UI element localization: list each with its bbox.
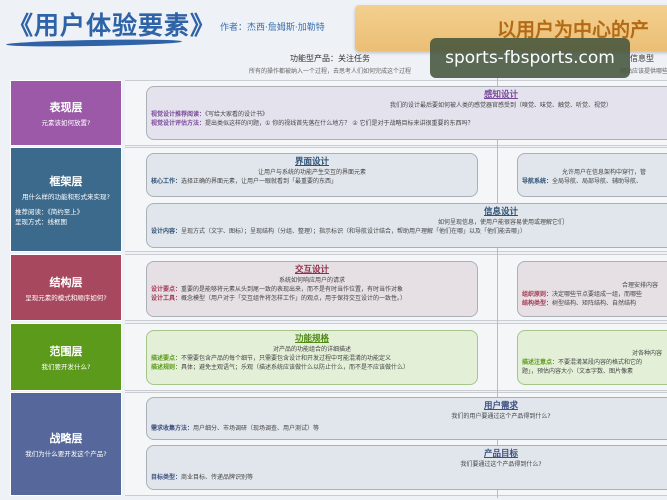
box-desc: 我们要通过这个产品得到什么? bbox=[460, 461, 542, 468]
value: 选择正确的界面元素，让用户一眼就看到「最重要的东西」 bbox=[181, 178, 338, 185]
box-title: 感知设计 bbox=[483, 90, 518, 100]
label: 组织原则： bbox=[522, 291, 553, 298]
box-title: 信息设计 bbox=[483, 207, 518, 217]
column-sub-functional: 所有的操作都被纳入一个过程，去思考人们如何完成这个过程 bbox=[248, 68, 411, 75]
page-title: 《用户体验要素》 bbox=[8, 11, 217, 40]
layer-skeleton: 框架层 用什么样的功能和形式来实现? 推荐阅读：《简约至上》 呈现方式：线框图 bbox=[10, 147, 122, 252]
box-title: 交互设计 bbox=[294, 265, 329, 275]
layer-question: 用什么样的功能和形式来实现? bbox=[22, 192, 110, 201]
layer-presentation: 呈现方式：线框图 bbox=[15, 217, 67, 226]
layer-question: 我们要开发什么? bbox=[41, 363, 91, 371]
value: 重要的是能够将元素从头到尾一致的表现出来，而不是有时当作位置，有时当作对象 bbox=[181, 286, 404, 293]
box-desc: 允许用户在信息架构中穿行，管 bbox=[562, 169, 647, 176]
box-user-needs: 用户需求 我们的用户要通过这个产品得到什么? 需求收集方法：用户细分、市场调研（… bbox=[146, 397, 667, 440]
box-desc: 如何呈现信息，使用户能很容易使用或理解它们 bbox=[437, 219, 564, 226]
label: 设计内容： bbox=[151, 228, 182, 235]
box-desc: 我们的设计最后要如何被人类的感觉器官感受到（嗅觉、味觉、触觉、听觉、视觉） bbox=[389, 102, 612, 109]
author: 作者：杰西·詹姆斯·加勒特 bbox=[220, 23, 325, 33]
layer-scope: 范围层 我们要开发什么? bbox=[10, 323, 122, 391]
value: 呈现方式（文字、图标）；呈现结构（分组、整理）；指示标识（和导航设计结合，帮助用… bbox=[181, 228, 527, 235]
value: 不要混淆某段内容的格式和它的 bbox=[558, 359, 643, 366]
value: 商业目标、传递品牌识别等 bbox=[181, 474, 254, 481]
box-content-requirements: 对各种内容 描述注意点：不要混淆某段内容的格式和它的 题」，预估内容大小（文本字… bbox=[517, 330, 667, 385]
watermark: sports-fbsports.com bbox=[430, 38, 630, 78]
layer-name: 范围层 bbox=[49, 345, 83, 358]
box-desc: 让用户与系统的功能产生交互的界面元素 bbox=[257, 169, 366, 176]
box-desc: 合理安排内容 bbox=[622, 282, 659, 289]
box-title: 产品目标 bbox=[483, 449, 518, 459]
value: 概念模型（用户对于「交互组件将怎样工作」的观点，用于保持交互设计的一致性。） bbox=[181, 295, 407, 302]
column-title-informational: 信息型 bbox=[630, 54, 654, 63]
layer-name: 结构层 bbox=[49, 275, 83, 289]
label: 目标类型： bbox=[151, 474, 182, 481]
box-functional-spec: 功能规格 对产品的功能组合的详细描述 描述要点：不需要包含产品的每个细节，只需要… bbox=[146, 330, 478, 385]
column-divider bbox=[497, 78, 498, 498]
label: 描述注意点： bbox=[522, 359, 559, 366]
box-title: 功能规格 bbox=[294, 334, 329, 344]
box-interface-design: 界面设计 让用户与系统的功能产生交互的界面元素 核心工作：选择正确的界面元素，让… bbox=[146, 153, 478, 197]
box-information-design: 信息设计 如何呈现信息，使用户能很容易使用或理解它们 设计内容：呈现方式（文字、… bbox=[146, 203, 667, 248]
layer-name: 框架层 bbox=[49, 174, 83, 188]
layer-question: 元素该如何放置? bbox=[41, 119, 91, 127]
label: 导航系统： bbox=[522, 178, 553, 185]
layer-surface: 表现层 元素该如何放置? bbox=[10, 80, 122, 146]
box-navigation-design: 允许用户在信息架构中穿行，管 导航系统：全局导航、局部导航、辅助导航、 bbox=[517, 153, 667, 197]
box-interaction-design: 交互设计 系统如何响应用户的请求 设计要点：重要的是能够将元素从头到尾一致的表现… bbox=[146, 261, 478, 317]
box-desc: 我们的用户要通过这个产品得到什么? bbox=[451, 413, 551, 420]
label: 视觉设计推荐阅读： bbox=[151, 111, 206, 118]
box-desc: 系统如何响应用户的请求 bbox=[278, 277, 345, 284]
layer-strategy: 战略层 我们为什么要开发这个产品? bbox=[10, 392, 122, 496]
value: 提出类似这样的问题，① 你的视线首先落在什么地方？ ② 它们是对于战略目标来讲很… bbox=[205, 120, 474, 127]
banner-text: 以用户为中心的产 bbox=[497, 19, 650, 41]
box-product-goals: 产品目标 我们要通过这个产品得到什么? 目标类型：商业目标、传递品牌识别等 bbox=[146, 445, 667, 490]
box-title: 界面设计 bbox=[294, 157, 329, 167]
value: 树型结构、矩阵结构、自然结构 bbox=[552, 300, 637, 307]
value: 具体；避免主观语气；乐观（描述系统应该做什么以防止什么，而不是不应该做什么） bbox=[181, 364, 410, 371]
label: 视觉设计评估方法： bbox=[151, 120, 206, 127]
value: 决定哪些节点要组成一组，而哪些 bbox=[552, 291, 643, 298]
label: 描述要点： bbox=[151, 355, 182, 362]
layer-name: 表现层 bbox=[49, 101, 83, 114]
box-perception-design: 感知设计 我们的设计最后要如何被人类的感觉器官感受到（嗅觉、味觉、触觉、听觉、视… bbox=[146, 86, 667, 140]
box-title: 用户需求 bbox=[483, 401, 518, 411]
box-desc: 对产品的功能组合的详细描述 bbox=[272, 346, 351, 353]
label: 设计要点： bbox=[151, 286, 182, 293]
value: 题」，预估内容大小（文本字数、图片像素 bbox=[522, 368, 634, 375]
value: 全局导航、局部导航、辅助导航、 bbox=[552, 178, 643, 185]
box-desc: 对各种内容 bbox=[632, 350, 663, 357]
label: 结构类型： bbox=[522, 300, 553, 307]
layer-structure: 结构层 呈现元素的模式和顺序如何? bbox=[10, 254, 122, 321]
label: 核心工作： bbox=[151, 178, 182, 185]
value: 《写给大家看的设计书》 bbox=[205, 111, 269, 118]
label: 需求收集方法： bbox=[151, 425, 194, 432]
box-information-architecture: 合理安排内容 组织原则：决定哪些节点要组成一组，而哪些 结构类型：树型结构、矩阵… bbox=[517, 261, 667, 317]
column-sub-informational: 网站应该提供哪些信息 bbox=[620, 68, 667, 75]
value: 用户细分、市场调研（现场调查、用户测试）等 bbox=[193, 425, 320, 432]
column-title-functional: 功能型产品：关注任务 bbox=[290, 54, 370, 63]
label: 描述规则： bbox=[151, 364, 182, 371]
layer-question: 我们为什么要开发这个产品? bbox=[25, 450, 107, 458]
label: 设计工具： bbox=[151, 295, 182, 302]
layer-name: 战略层 bbox=[49, 432, 83, 445]
layer-question: 呈现元素的模式和顺序如何? bbox=[25, 293, 107, 302]
value: 不需要包含产品的每个细节，只需要包含设计和开发过程中可能混淆的功能定义 bbox=[181, 355, 392, 362]
layer-reading: 推荐阅读：《简约至上》 bbox=[15, 207, 84, 216]
